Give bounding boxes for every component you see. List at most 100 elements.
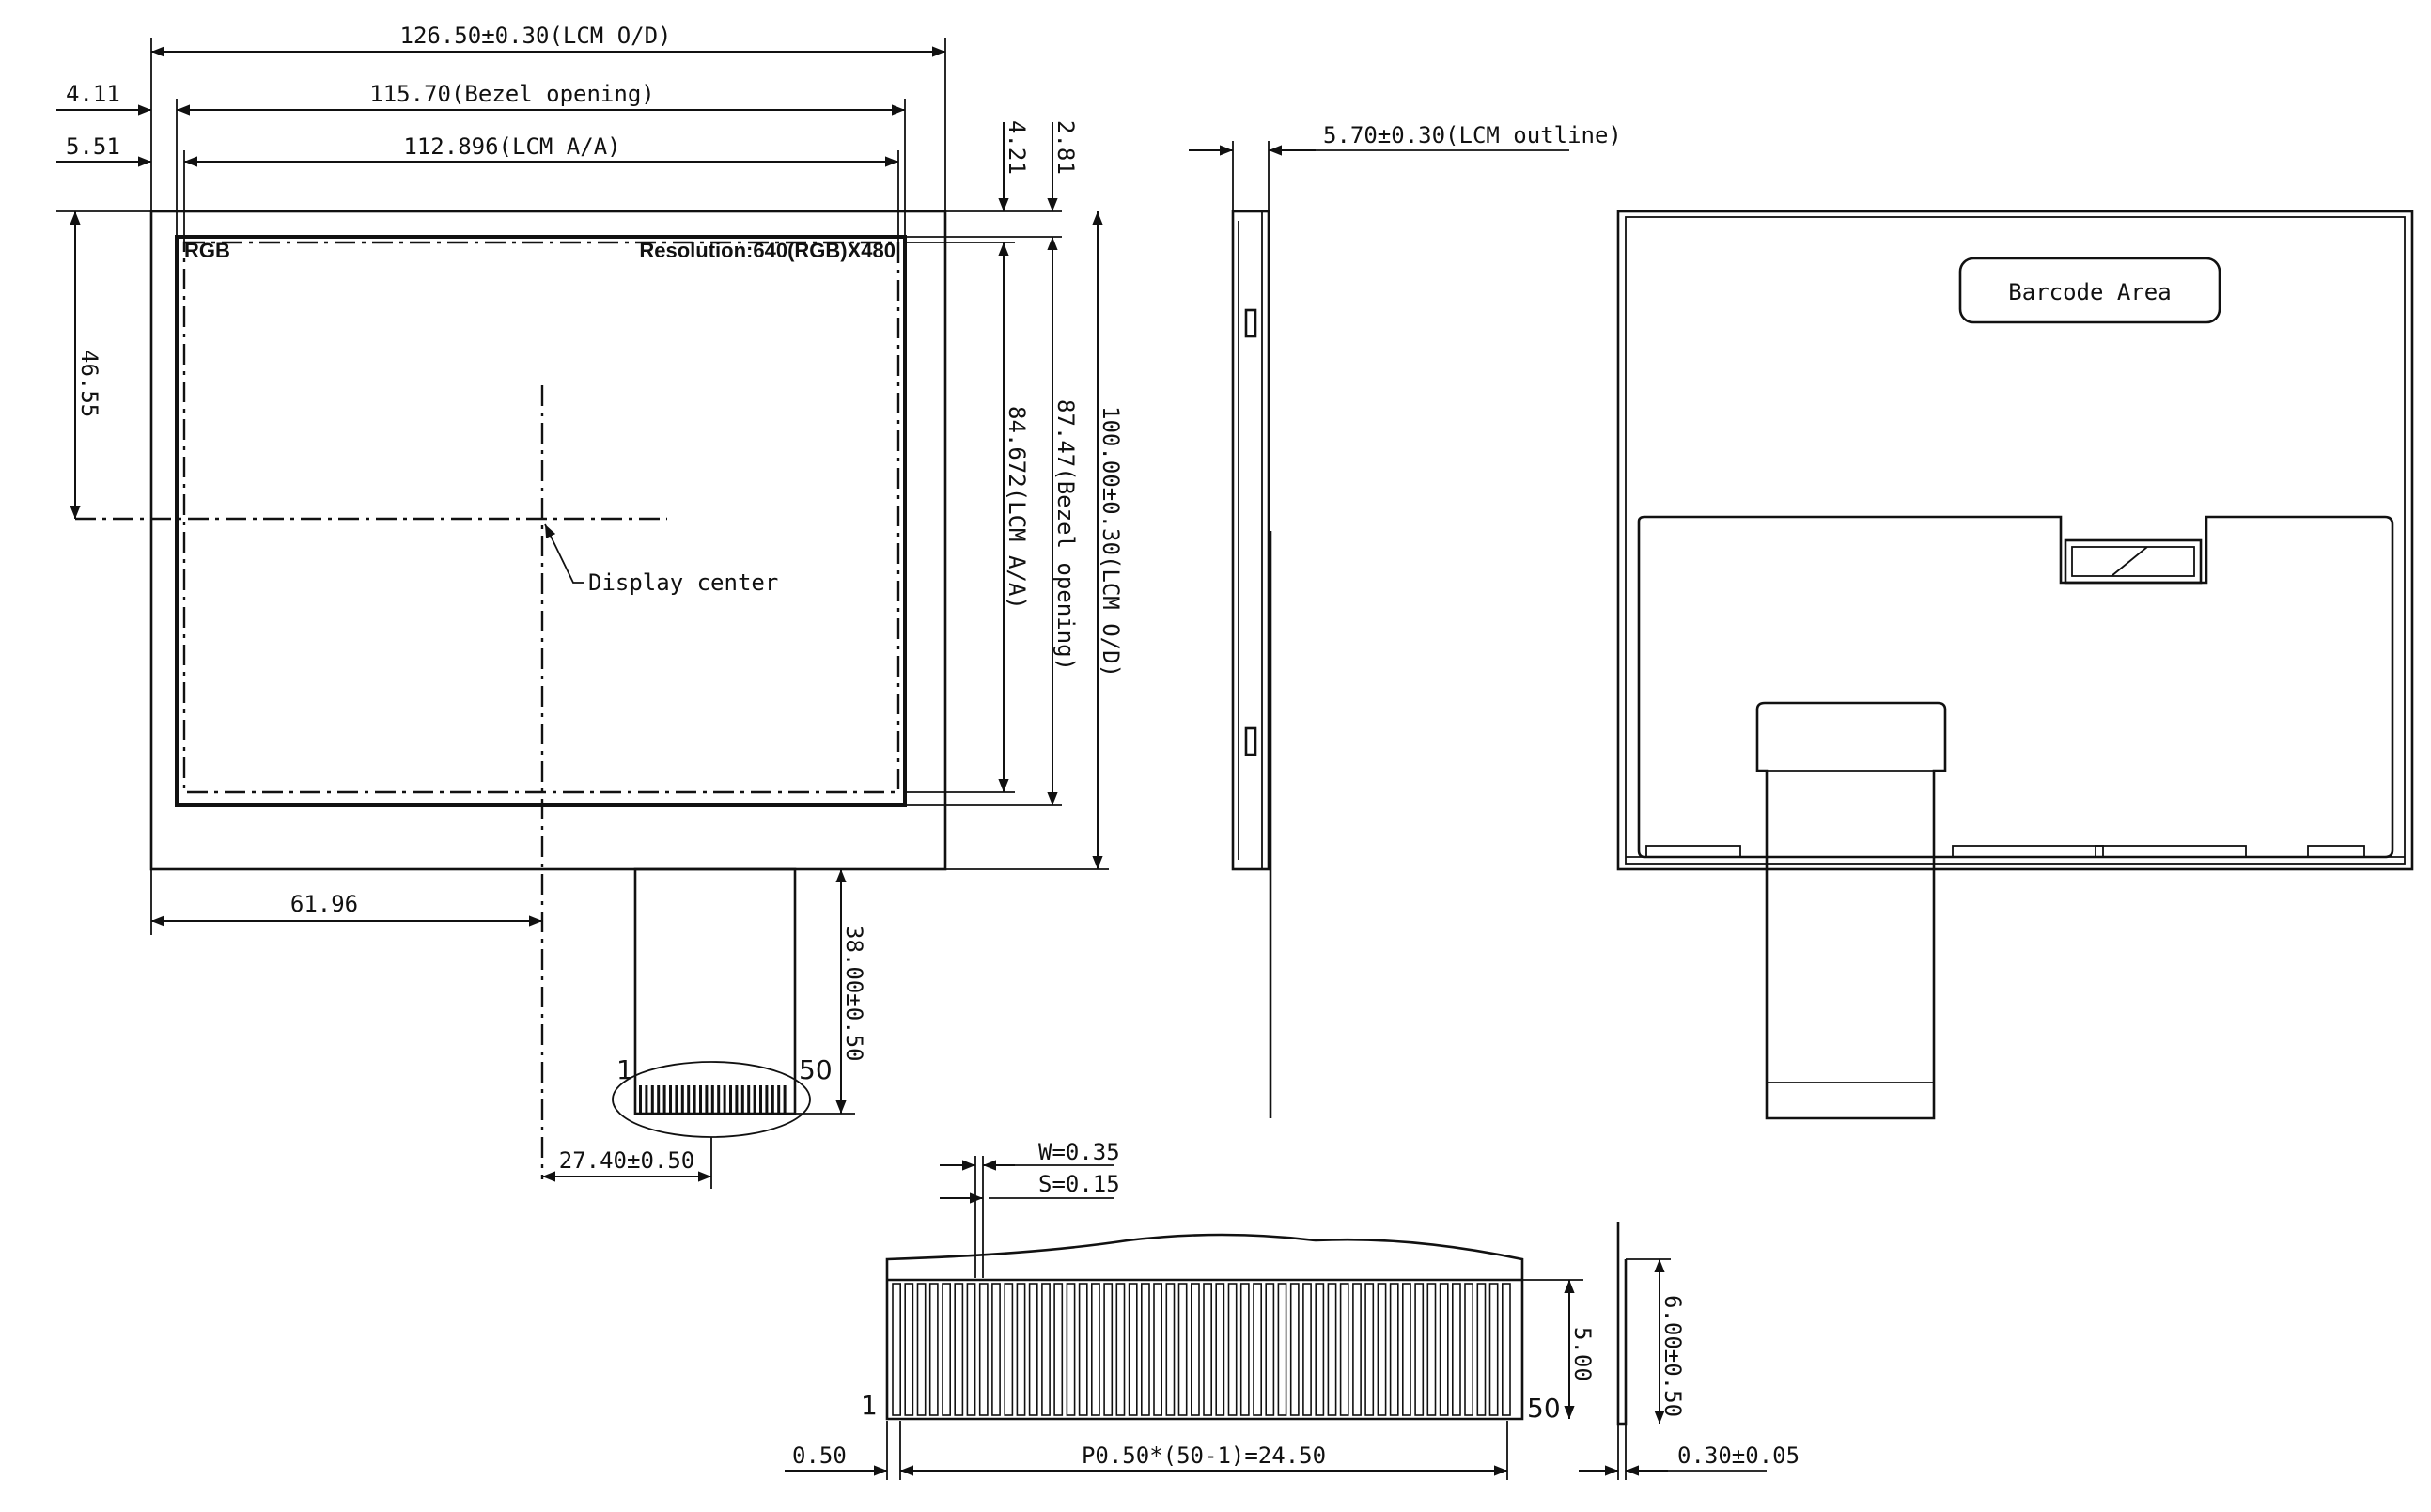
fpc-detail-pin <box>892 1283 901 1416</box>
fpc-detail-pin <box>1439 1283 1449 1416</box>
fpc-pin <box>783 1085 787 1115</box>
fpc-detail-pin <box>1389 1283 1399 1416</box>
fpc-pin <box>740 1085 744 1115</box>
fpc-detail-pin <box>1153 1283 1162 1416</box>
fpc-detail-pin <box>1426 1283 1437 1416</box>
barcode-area <box>1958 257 2221 324</box>
display-center-label: Display center <box>588 569 778 596</box>
lcm-outline <box>149 210 947 871</box>
fpc-pin <box>759 1085 762 1115</box>
dim-fpc-thk: 0.30±0.05 <box>1677 1442 1800 1469</box>
dim-top-aa: 2.81 <box>1052 120 1079 175</box>
fpc-side-profile <box>1616 1222 1628 1426</box>
fpc-detail-pin <box>1289 1283 1300 1416</box>
dim-overall-width: 126.50±0.30(LCM O/D) <box>400 23 672 49</box>
fpc-detail-pins <box>892 1283 1511 1416</box>
side-outline <box>1231 210 1270 871</box>
dim-bezel-height: 87.47(Bezel opening) <box>1052 399 1079 671</box>
fpc-detail-pin <box>1053 1283 1064 1416</box>
fpc-detail-pin <box>1016 1283 1026 1416</box>
fpc-detail-pin <box>1028 1283 1038 1416</box>
fpc-pin <box>723 1085 726 1115</box>
fpc-pin <box>657 1085 661 1115</box>
fpc-tail <box>633 867 797 1115</box>
fpc-pin <box>639 1085 642 1115</box>
fpc-detail-pin <box>1165 1283 1176 1416</box>
fpc-pin <box>693 1085 696 1115</box>
display-center-leader <box>544 523 584 584</box>
resolution-label: Resolution:640(RGB)X480 <box>639 239 896 262</box>
dim-center-y: 46.55 <box>76 350 102 417</box>
fpc-detail-pin <box>1327 1283 1337 1416</box>
fpc-detail-pin <box>916 1283 927 1416</box>
fpc-detail-pin <box>954 1283 964 1416</box>
fpc-pins <box>639 1085 787 1115</box>
front-view: RGB Resolution:640(RGB)X480 Display cent… <box>56 23 1124 1189</box>
detail-pin-first: 1 <box>861 1390 878 1421</box>
dim-left-bezel: 4.11 <box>66 81 120 107</box>
fpc-pin <box>675 1085 678 1115</box>
fpc-detail-pin <box>1203 1283 1212 1416</box>
fpc-pin <box>710 1085 714 1115</box>
fpc-detail-pin <box>1302 1283 1312 1416</box>
fpc-detail-pin <box>904 1283 914 1416</box>
fpc-pin <box>765 1085 769 1115</box>
fpc-detail-pin <box>1502 1283 1511 1416</box>
fpc-pin <box>717 1085 721 1115</box>
fpc-detail-pin <box>1141 1283 1150 1416</box>
dim-edge: 0.50 <box>792 1442 847 1469</box>
fpc-pin <box>680 1085 684 1115</box>
fpc-detail-pin <box>1364 1283 1375 1416</box>
fpc-detail-pin <box>1377 1283 1387 1416</box>
back-plate <box>1637 515 2394 859</box>
fpc-detail-pin <box>1115 1283 1126 1416</box>
fpc-detail-pin <box>1352 1283 1362 1416</box>
back-view: Barcode Area <box>1616 210 2414 1120</box>
dim-top-bezel: 4.21 <box>1004 120 1030 175</box>
fpc-pin-first: 1 <box>616 1054 633 1085</box>
fpc-pin <box>735 1085 739 1115</box>
dim-thickness: 5.70±0.30(LCM outline) <box>1323 122 1622 148</box>
side-view: 5.70±0.30(LCM outline) <box>1189 122 1622 1118</box>
fpc-detail-pin <box>1476 1283 1487 1416</box>
dim-aa-width: 112.896(LCM A/A) <box>403 133 620 160</box>
fpc-detail-pin <box>966 1283 976 1416</box>
fpc-detail-pin <box>1315 1283 1325 1416</box>
fpc-detail-pin <box>1414 1283 1425 1416</box>
fpc-detail-pin <box>1452 1283 1461 1416</box>
fpc-detail-pin <box>978 1283 989 1416</box>
fpc-detail-pin <box>928 1283 939 1416</box>
fpc-pin <box>662 1085 666 1115</box>
dim-pitch: P0.50*(50-1)=24.50 <box>1082 1442 1326 1469</box>
fpc-pin <box>645 1085 648 1115</box>
fpc-detail-pin <box>1191 1283 1200 1416</box>
fpc-detail-pin <box>1227 1283 1238 1416</box>
fpc-detail-pin <box>1253 1283 1262 1416</box>
dim-finger: 5.00 <box>1569 1327 1596 1381</box>
back-outline <box>1616 210 2414 871</box>
bezel-opening <box>175 235 907 807</box>
dim-left-aa: 5.51 <box>66 133 120 160</box>
fpc-pin <box>699 1085 702 1115</box>
fpc-detail-pin <box>1277 1283 1287 1416</box>
fpc-detail-pin <box>1339 1283 1349 1416</box>
detail-pin-last: 50 <box>1527 1393 1561 1424</box>
rgb-label: RGB <box>184 239 230 262</box>
fpc-pin <box>777 1085 781 1115</box>
fpc-pin <box>729 1085 732 1115</box>
fpc-detail-pin <box>1091 1283 1100 1416</box>
dim-s: S=0.15 <box>1038 1171 1120 1197</box>
fpc-detail-pin <box>1078 1283 1088 1416</box>
fpc-pin <box>650 1085 654 1115</box>
dim-tail: 6.00±0.50 <box>1660 1295 1686 1417</box>
dim-fpc-length: 38.00±0.50 <box>841 926 867 1062</box>
fpc-detail-pin <box>1265 1283 1275 1416</box>
fpc-detail: 1 50 W=0.35 S=0.15 0.50 P0.50*(50-1)=24.… <box>785 1139 1800 1480</box>
dim-aa-height: 84.672(LCM A/A) <box>1004 406 1030 610</box>
fpc-detail-pin <box>1402 1283 1411 1416</box>
fpc-pin <box>669 1085 672 1115</box>
fpc-detail-pin <box>1464 1283 1473 1416</box>
fpc-detail-pin <box>942 1283 951 1416</box>
fpc-detail-pin <box>1066 1283 1076 1416</box>
